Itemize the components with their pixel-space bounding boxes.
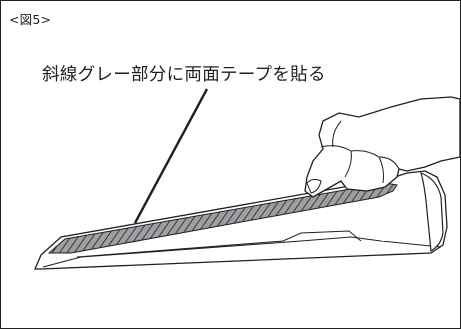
strip-end-cap	[420, 172, 444, 253]
finger-line-3	[378, 156, 400, 170]
leader-line	[133, 88, 209, 224]
figure-number-label: <図5>	[9, 12, 52, 27]
hatched-tape-area	[47, 182, 398, 254]
hand-illustration	[304, 96, 460, 198]
callout-label: 斜線グレー部分に両面テープを貼る	[42, 65, 326, 85]
thumb-line	[332, 120, 342, 148]
strip-groove	[76, 230, 362, 258]
fingernail	[306, 178, 322, 194]
